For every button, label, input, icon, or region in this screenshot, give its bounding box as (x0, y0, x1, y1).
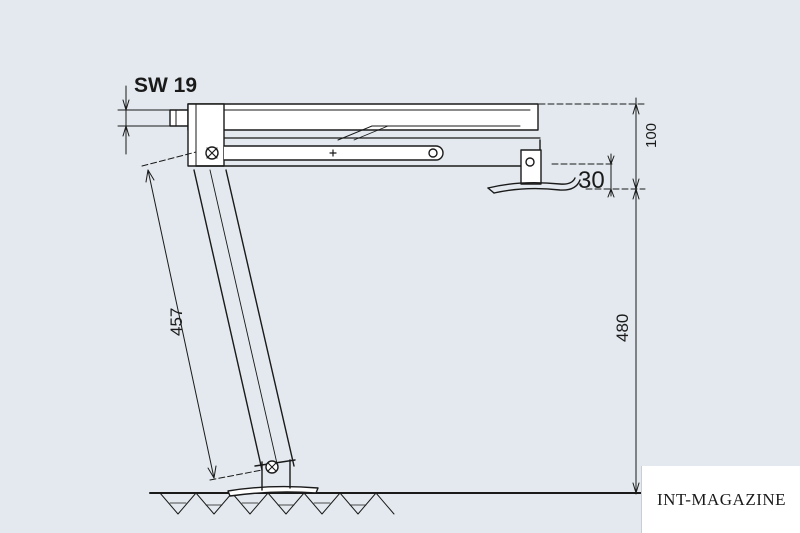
watermark-box: INT-MAGAZINE (641, 466, 800, 533)
top-plate (187, 103, 541, 141)
dimension-sw19 (117, 85, 173, 155)
wrench-size-label: SW 19 (134, 74, 197, 97)
leg-length-label: 457 (167, 308, 186, 336)
hinge-bracket (187, 103, 225, 167)
support-leg (193, 169, 295, 474)
right-foot (487, 149, 581, 194)
dimension-vertical (529, 97, 646, 495)
height-step-label: 30 (578, 167, 605, 194)
bolt (169, 109, 189, 127)
watermark-text: INT-MAGAZINE (656, 489, 787, 509)
ground (149, 492, 643, 515)
dimension-457 (141, 151, 263, 481)
height-total-label: 100 (643, 123, 660, 148)
lower-arm (195, 139, 541, 167)
ground-height-label: 480 (613, 314, 632, 342)
